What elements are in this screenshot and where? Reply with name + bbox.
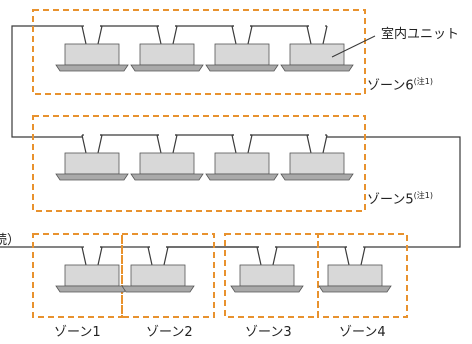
wiring-lines (0, 25, 461, 266)
bottom-drop-l-2 (256, 246, 262, 266)
zone5-drop-r-2 (247, 134, 253, 154)
zone4-box (317, 233, 408, 318)
bottom-unit-4 (318, 264, 392, 293)
zone6-drop-l-1 (156, 25, 162, 45)
zone5-drop-r-3 (322, 134, 328, 154)
zone5-label: ゾーン5(注1) (367, 191, 433, 208)
zone5-unit-1 (55, 152, 129, 181)
bottom-unit-1 (55, 264, 129, 293)
bottom-drop-r-0 (97, 246, 103, 266)
bottom-unit-3 (230, 264, 304, 293)
zone2-box (121, 233, 215, 318)
bottom-drop-l-3 (344, 246, 350, 266)
zone6-drop-r-2 (247, 25, 253, 45)
zone5-drop-r-1 (172, 134, 178, 154)
zone6-unit-4 (280, 43, 354, 72)
zone6-unit-2 (130, 43, 204, 72)
bottom-drop-l-0 (81, 246, 87, 266)
bottom-drop-r-2 (272, 246, 278, 266)
zone6-box (32, 9, 366, 95)
zone5-box (32, 115, 366, 212)
zone6-label: ゾーン6(注1) (367, 77, 433, 94)
zone6-drop-l-2 (231, 25, 237, 45)
zone3-label: ゾーン3 (245, 325, 292, 340)
indoor-unit-label: 室内ユニット (381, 27, 460, 42)
link-right-5-bottom (327, 136, 461, 248)
zone5-drop-l-2 (231, 134, 237, 154)
bottom-drop-r-3 (360, 246, 366, 266)
bottom-drop-r-1 (163, 246, 169, 266)
zone6-drop-r-1 (172, 25, 178, 45)
zone5-drop-r-0 (97, 134, 103, 154)
zone6-note: (注1) (413, 77, 433, 86)
zone5-note: (注1) (413, 191, 433, 200)
zone6-drop-r-3 (322, 25, 328, 45)
zone5-unit-2 (130, 152, 204, 181)
zone5-drop-l-1 (156, 134, 162, 154)
bottom-unit-2 (121, 264, 195, 293)
zone5-drop-l-3 (306, 134, 312, 154)
zone6-unit-3 (205, 43, 279, 72)
zone2-label: ゾーン2 (146, 325, 193, 340)
cut-off-text: 続） (0, 233, 21, 248)
zone5-drop-l-0 (81, 134, 87, 154)
link-left-6-5 (11, 25, 82, 138)
bottom-drop-l-1 (147, 246, 153, 266)
indoor-unit-leader (331, 35, 376, 58)
zone5-unit-4 (280, 152, 354, 181)
zone6-drop-l-3 (306, 25, 312, 45)
zone5-unit-3 (205, 152, 279, 181)
zone6-unit-1 (55, 43, 129, 72)
zone4-label: ゾーン4 (339, 325, 386, 340)
zone1-label: ゾーン1 (54, 325, 101, 340)
indoor-units (55, 43, 392, 293)
zone6-drop-l-0 (81, 25, 87, 45)
zone6-drop-r-0 (97, 25, 103, 45)
zone1-box (32, 233, 123, 318)
